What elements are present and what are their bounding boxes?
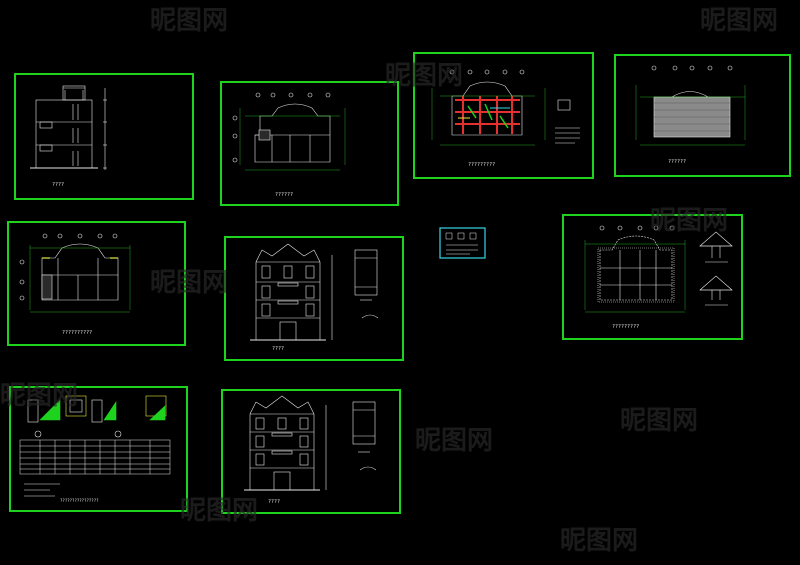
sheet-plan-ground[interactable]: ?????? (220, 81, 399, 206)
sheet-front-elevation-2[interactable]: ???? (221, 389, 401, 514)
sheet-structure-plan[interactable]: ????????? (413, 52, 594, 179)
watermark: 昵图网 (650, 206, 729, 236)
detail-drawing (445, 232, 478, 255)
plan-drawing (232, 92, 346, 171)
plan-drawing (19, 233, 131, 313)
sheet-caption: ???????????????? (60, 498, 99, 503)
sheet-caption: ???? (268, 499, 280, 505)
sheet-side-elevation[interactable]: ???? (14, 73, 194, 200)
sheet-details-table[interactable]: ???????????????? (9, 386, 188, 512)
schedule-table (19, 439, 171, 497)
sheet-key-detail[interactable] (439, 227, 486, 259)
elevation-drawing (244, 395, 377, 491)
sheet-plan-upper[interactable]: ?????????? (7, 221, 186, 346)
elevation-drawing (30, 85, 107, 170)
sheet-caption: ?????????? (62, 330, 92, 336)
watermark: 昵图网 (0, 381, 79, 411)
watermark: 昵图网 (560, 526, 639, 556)
watermark: 昵图网 (385, 61, 464, 91)
roof-drawing (635, 65, 746, 146)
sheet-foundation-plan[interactable]: ????????? (562, 214, 743, 340)
elevation-drawing (250, 243, 379, 341)
watermark: 昵图网 (620, 406, 699, 436)
details-drawing (27, 395, 167, 438)
watermark: 昵图网 (150, 6, 229, 36)
sheet-caption: ?????? (275, 192, 293, 198)
sheet-caption: ???? (52, 182, 64, 188)
watermark: 昵图网 (150, 268, 229, 298)
sheet-caption: ????????? (468, 162, 495, 168)
watermark: 昵图网 (415, 426, 494, 456)
sheet-caption: ?????? (668, 159, 686, 165)
sheet-caption: ???? (272, 346, 284, 352)
watermark: 昵图网 (700, 6, 779, 36)
sheet-front-elevation-1[interactable]: ???? (224, 236, 404, 361)
structure-drawing (431, 69, 580, 146)
watermark: 昵图网 (180, 496, 259, 526)
sheet-roof-plan[interactable]: ?????? (614, 54, 791, 177)
foundation-drawing (584, 225, 733, 313)
sheet-caption: ????????? (612, 324, 639, 330)
